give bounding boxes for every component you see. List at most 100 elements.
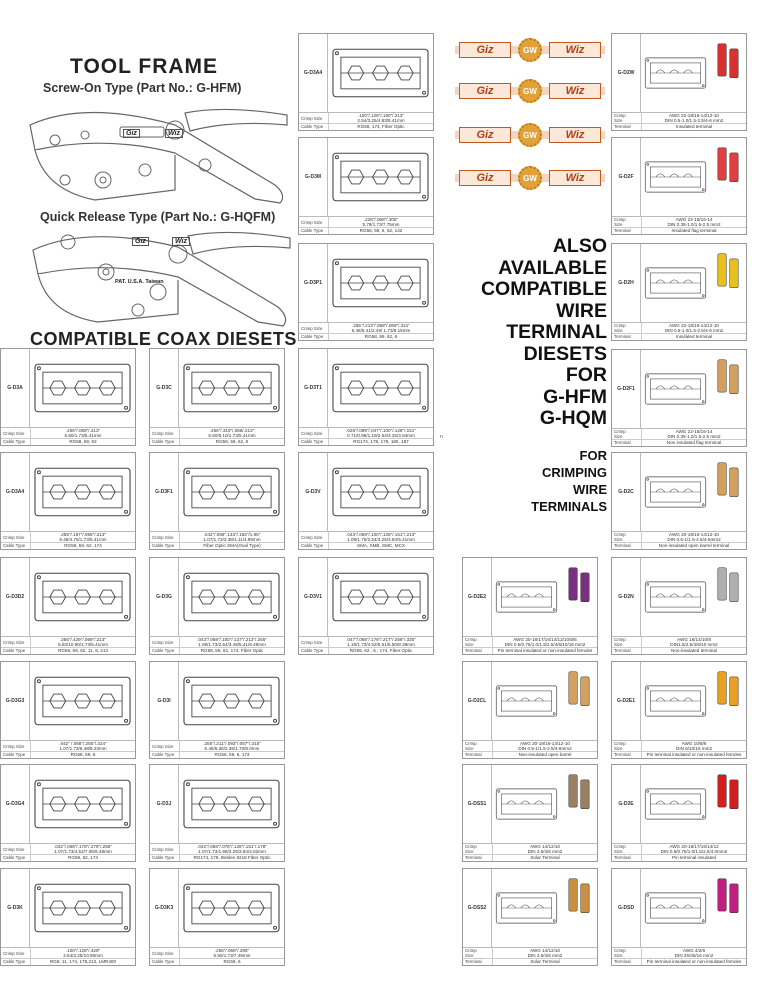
screw-on-logo-wiz: Wiz [165,129,183,138]
die-drawing [332,572,429,622]
part-number: G-D2H [612,244,641,322]
cable-type-label: Terminal [614,752,631,757]
die-drawing [495,892,558,924]
cable-type-label: Cable Type [3,439,26,444]
die-image [641,558,710,636]
cable-type-value: RG58, 59, 62, 174, Fiber Optic [179,647,284,654]
die-image [641,244,710,322]
cable-type-value: RG59, 62 , 6 , 174, Fiber Optic [328,647,433,654]
die-image [328,34,433,112]
headline-line: ALSO [552,235,607,257]
die-image [179,349,284,427]
part-number: G-D3G3 [1,662,30,740]
part-number: G-D3A4 [1,453,30,531]
cable-type-label: Terminal [614,334,631,339]
quick-logo-giz: Giz [132,237,149,246]
subline-line: TERMINALS [531,499,607,514]
part-number: G-D3A4 [299,34,328,112]
die-image [30,558,135,636]
part-number: G-D2W [612,34,641,112]
crimp-size-value: .042"/.068"/.178"/.278"/.255"1.07/1.73/4… [30,844,135,854]
cable-type-value: Insulated terminal [641,123,746,130]
die-drawing [495,685,558,717]
cable-type-value: RG59, 6 [179,958,284,965]
crimp-size-label: Crimp Size [3,430,25,436]
part-number: G-D3J [150,765,179,843]
crimp-size-label: Crimp Size [301,534,323,540]
cable-type-value: Insulated terminal [641,333,746,340]
crimp-size-label: Crimp Size [301,430,323,436]
cable-type-value: RG58, 59, 62 [30,438,135,445]
die-image [641,765,710,843]
part-number: G-D2C [612,453,641,531]
die-image [641,34,710,112]
cable-type-value: RG58, 59, 6, 62, 142 [328,227,433,234]
headline-line: COMPATIBLE [480,278,607,300]
die-drawing [34,363,131,413]
gear-icon: GW [518,123,542,147]
cable-type-value: RG58, 59, 6, 174 [179,751,284,758]
die-drawing [644,267,707,299]
gear-icon: GW [518,166,542,190]
cable-type-value: Non-insulated open barrel [492,751,597,758]
die-drawing [183,779,280,829]
screw-on-tool-image [29,108,288,204]
stray-mark: n [440,434,443,440]
die-image [492,558,561,636]
die-image [30,453,135,531]
cable-type-value: SMA, SMB, SMC, MCX [328,542,433,549]
crimp-size-value: .042"/.068"/.078"/.128"/.151"/.178"1.07/… [179,844,284,854]
cable-type-label: Terminal [465,752,482,757]
part-number: G-D3G4 [1,765,30,843]
quick-release-tool-image [32,231,291,327]
cable-type-label: Cable Type [152,752,175,757]
crimp-size-value: .100"/.128"/.190"/.213"2.54/3.25/4.83/5.… [328,113,433,123]
part-number: G-D3G [150,558,179,636]
die-drawing [644,161,707,193]
crimp-size-label: Crimp Size [152,430,174,436]
die-drawing [644,476,707,508]
die-image [641,662,710,740]
terminal-sample-image [717,462,739,498]
terminal-sample [711,872,745,945]
crimp-size-value: .047"/.068"/.178"/.217"/.256"/.330"1.19/… [328,637,433,647]
die-image [30,662,135,740]
part-number: G-D3V [299,453,328,531]
cable-type-label: Cable Type [152,543,175,548]
subline-line: WIRE [573,482,607,497]
part-number: G-D3A [1,349,30,427]
cable-type-value: RG174, 179, Belden 8218 Fiber Optic [179,854,284,861]
crimp-size-value: .100"/.128"/.429"2.54/3.25/10.90mm [30,948,135,958]
crimp-size-label: Crimp Size [152,743,174,749]
crimp-size-label: Crimp Size [152,846,174,852]
crimp-size-label: Crimp Size [3,534,25,540]
cable-type-label: Cable Type [3,648,26,653]
cable-type-label: Cable Type [3,752,26,757]
die-image [179,558,284,636]
cable-type-value: Pin terminal insulated or non-insulated … [492,647,597,654]
